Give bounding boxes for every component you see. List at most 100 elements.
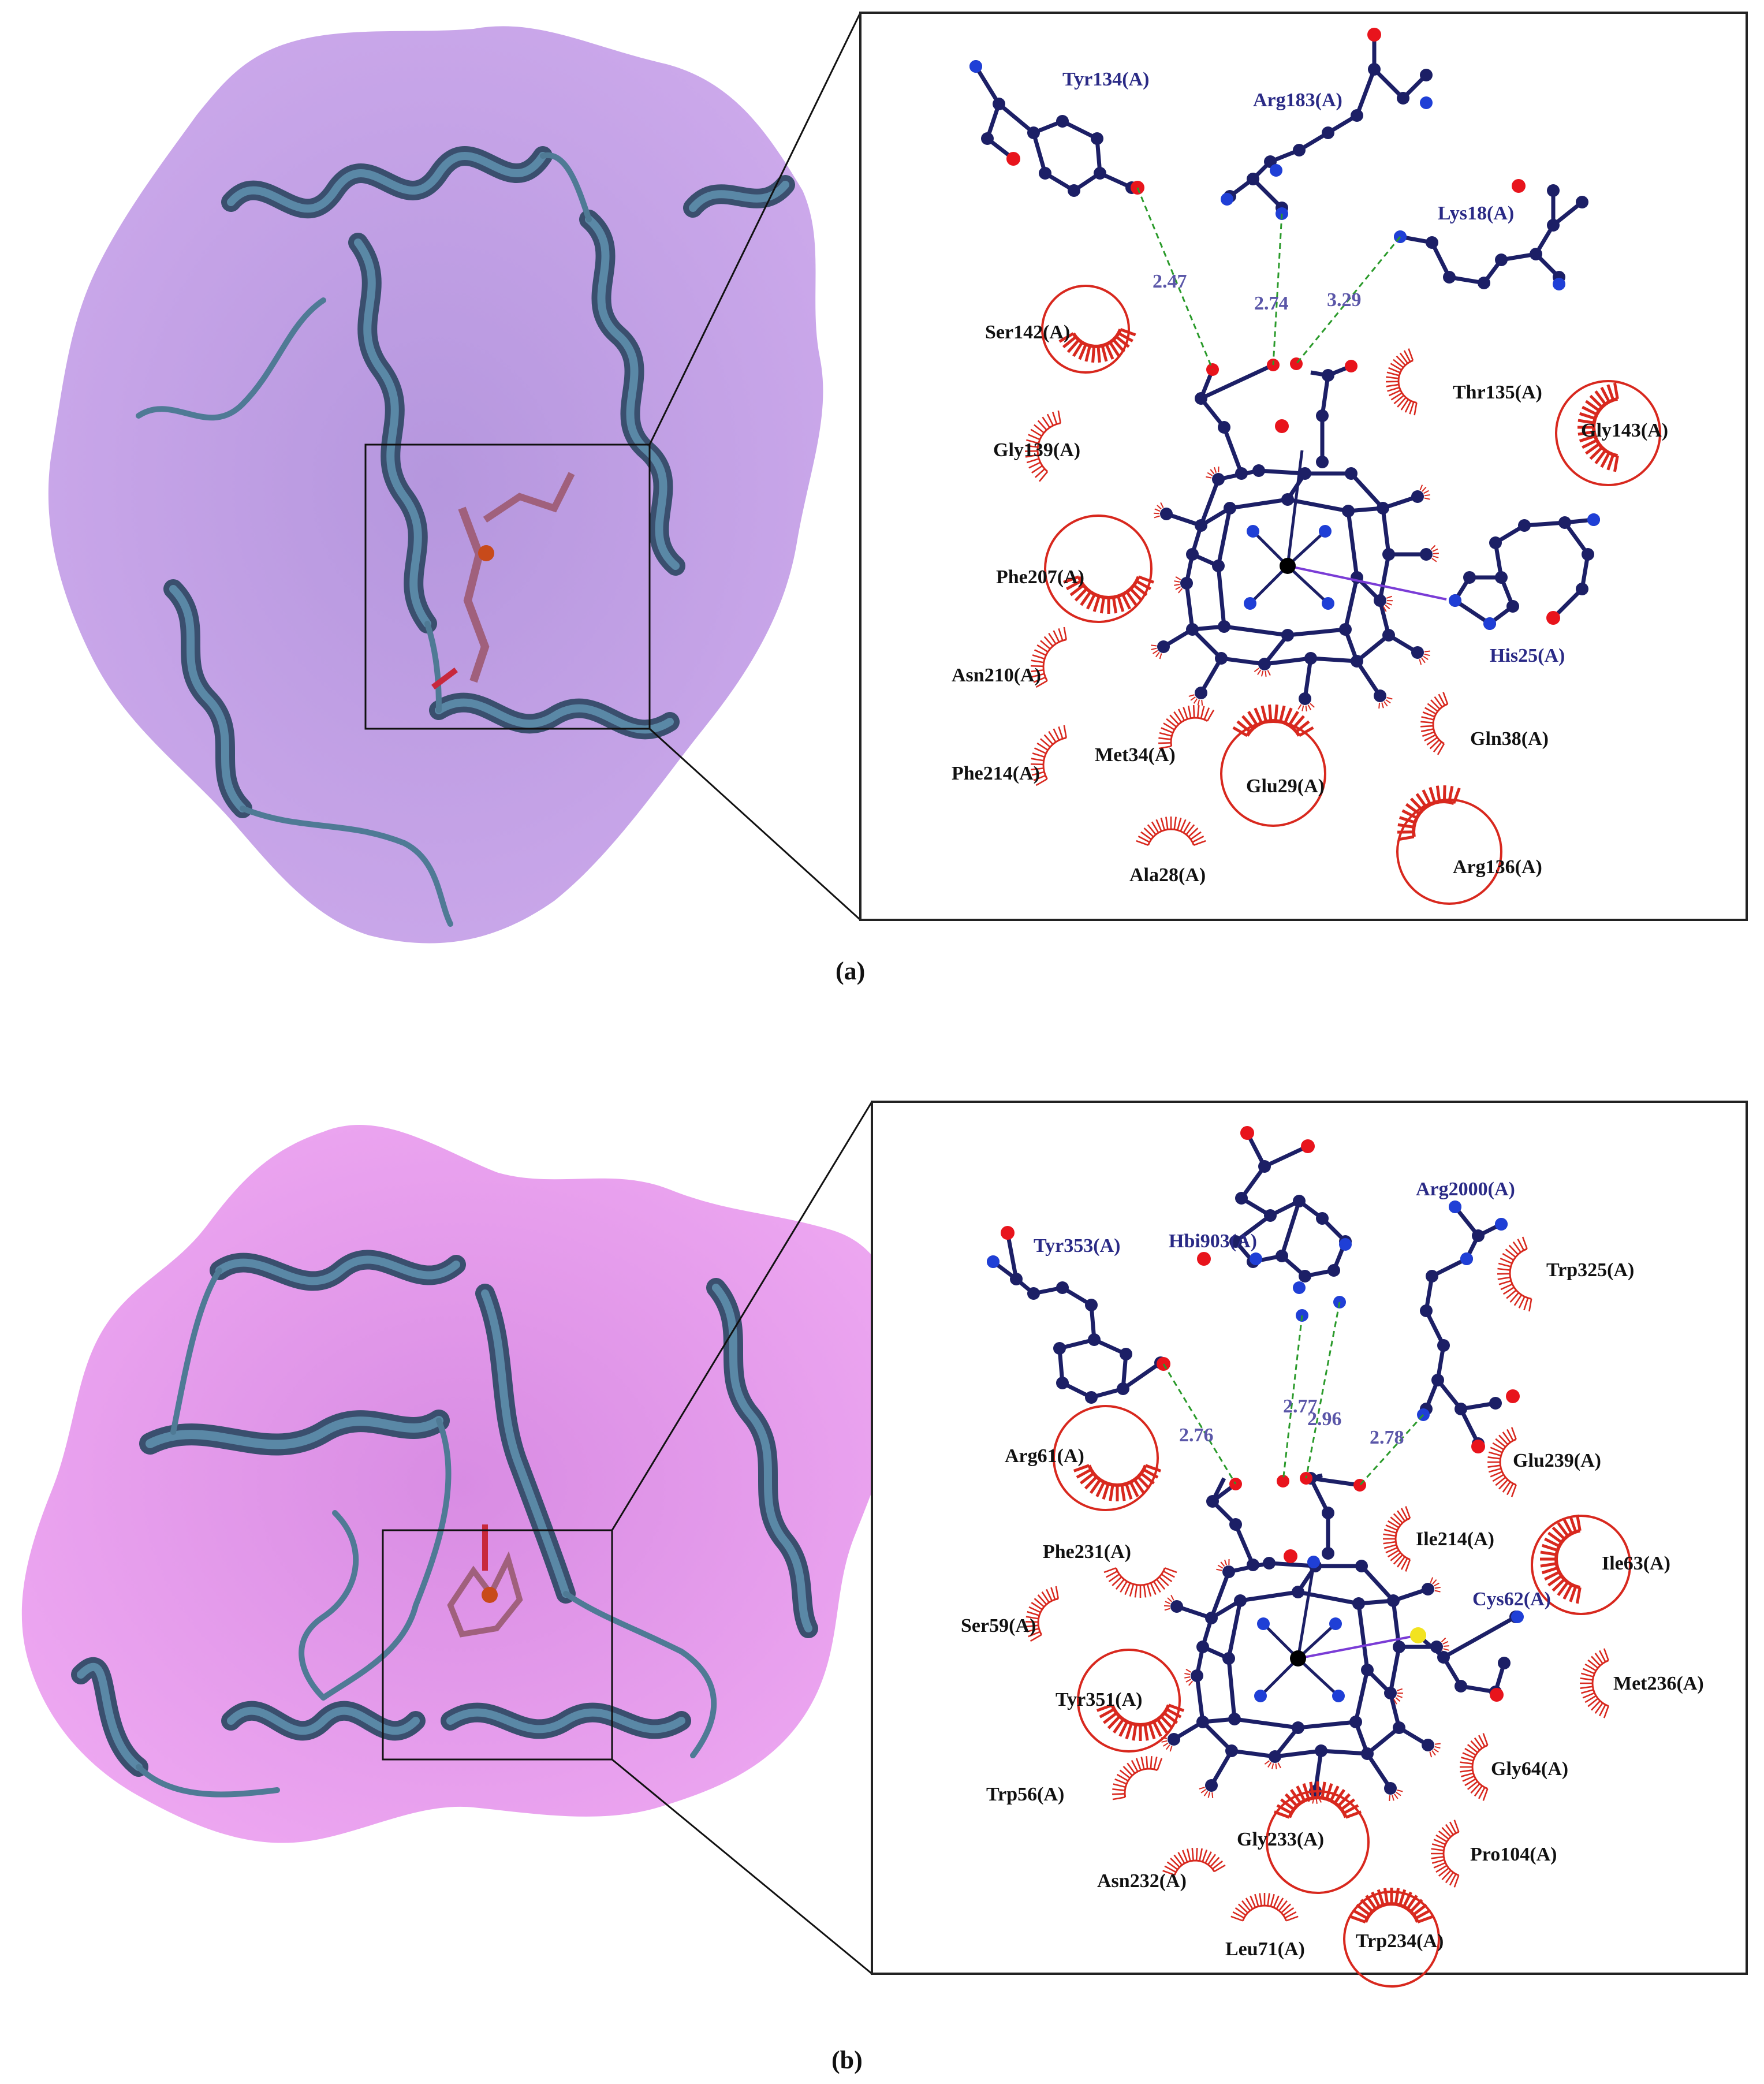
hydrophobic-spoke xyxy=(1063,725,1067,738)
hydrophobic-spoke xyxy=(1278,1900,1288,1911)
hydrophobic-spoke xyxy=(1585,400,1600,412)
hydrophobic-spoke xyxy=(1250,1895,1256,1908)
hydrophobic-spoke xyxy=(1031,659,1044,663)
hydrophobic-spoke xyxy=(1025,454,1038,458)
bond xyxy=(1524,520,1565,528)
atom xyxy=(1490,1688,1504,1702)
hydrophobic-spoke xyxy=(1191,1848,1194,1861)
atom xyxy=(1304,652,1317,665)
hydrophobic-spoke xyxy=(1076,1468,1092,1479)
atom-contact-spoke xyxy=(1220,1561,1225,1567)
hydrophobic-spoke xyxy=(1279,705,1286,722)
hydrophobic-spoke xyxy=(1114,1778,1127,1785)
atom xyxy=(1471,1440,1485,1453)
bond xyxy=(1258,468,1306,476)
hydrophobic-spoke xyxy=(1173,817,1177,830)
bond xyxy=(1310,656,1358,663)
hydrophobic-spoke xyxy=(1120,328,1136,337)
atom xyxy=(1212,473,1225,486)
axial-bond xyxy=(1296,1564,1315,1659)
contact-label-phe214: Phe214(A) xyxy=(952,763,1040,784)
atom xyxy=(1316,1212,1329,1225)
hydrophobic-spoke xyxy=(1053,728,1060,741)
bond xyxy=(1378,554,1391,601)
hydrophobic-spoke xyxy=(1442,785,1446,802)
coordination-bond xyxy=(1297,1657,1340,1697)
hydrophobic-spoke xyxy=(1383,1888,1389,1904)
hydrophobic-arc xyxy=(1147,828,1195,846)
bond xyxy=(1297,1720,1356,1730)
hydrophobic-spoke xyxy=(1028,461,1041,469)
hydrophobic-spoke xyxy=(1502,1481,1511,1493)
atom-contact-spoke xyxy=(1424,653,1430,657)
hydrophobic-spoke xyxy=(1097,346,1101,363)
hydrophobic-spoke xyxy=(1400,1558,1408,1570)
zoom-line-b-bottom xyxy=(611,1758,872,1975)
bond xyxy=(1264,656,1311,666)
coordination-bond xyxy=(1286,530,1326,567)
hydrophobic-arc xyxy=(1394,1517,1411,1561)
hydrogen-bond xyxy=(1136,187,1214,370)
hydrophobic-spoke xyxy=(1031,673,1045,678)
hydrophobic-arc xyxy=(1124,1768,1158,1798)
atom xyxy=(1284,1549,1297,1563)
hydrophobic-spoke xyxy=(1288,711,1299,726)
atom xyxy=(1235,1192,1248,1205)
ribbon-strands-b xyxy=(71,1250,818,1798)
hydrophobic-spoke xyxy=(1207,1854,1217,1865)
atom xyxy=(1576,196,1588,208)
hydrophobic-spoke xyxy=(1296,1785,1306,1802)
hydrophobic-spoke xyxy=(1027,1610,1040,1616)
hydrophobic-spoke xyxy=(1043,636,1054,647)
hydrophobic-spoke xyxy=(1267,1893,1270,1906)
hydrophobic-spoke xyxy=(1403,350,1411,363)
hydrophobic-spoke xyxy=(1112,338,1125,353)
coordination-bond xyxy=(1252,530,1289,567)
bond xyxy=(1430,241,1452,278)
hydrophobic-spoke xyxy=(1180,819,1187,832)
bond xyxy=(1233,1523,1255,1566)
hydrophobic-spoke xyxy=(1058,332,1075,343)
hydrophobic-spoke xyxy=(1276,1897,1284,1910)
hydrophobic-spoke xyxy=(1474,1785,1483,1797)
bond xyxy=(1353,1669,1370,1723)
hydrophobic-spoke xyxy=(1547,1531,1562,1544)
atom-contact-spoke xyxy=(1165,1744,1170,1750)
hydrophobic-spoke xyxy=(1387,386,1400,392)
atom-contact-spoke xyxy=(1193,698,1198,704)
hydrophobic-spoke xyxy=(1183,821,1191,833)
contact-label-glu239: Glu239(A) xyxy=(1513,1450,1601,1471)
hydrophobic-spoke xyxy=(1040,640,1051,650)
hydrophobic-spoke xyxy=(1365,1895,1377,1910)
atom xyxy=(1495,253,1508,266)
hydrophobic-spoke xyxy=(1422,731,1435,737)
contact-label-asn210: Asn210(A) xyxy=(952,665,1041,686)
atom xyxy=(1281,629,1294,642)
atom xyxy=(1332,1690,1345,1702)
hydrophobic-spoke xyxy=(1397,835,1415,841)
bond xyxy=(1222,426,1244,475)
hydrophobic-spoke xyxy=(1422,789,1432,806)
hydrophobic-spoke xyxy=(1360,1899,1374,1913)
atom-contact-spoke xyxy=(1188,1680,1194,1686)
hydrophobic-spoke xyxy=(1512,1241,1521,1253)
atom-contact-spoke xyxy=(1433,1748,1439,1753)
bond xyxy=(1287,627,1346,637)
hydrophobic-spoke xyxy=(1506,1289,1517,1299)
hydrophobic-spoke xyxy=(1408,348,1414,361)
bond xyxy=(1191,628,1223,660)
hydrophobic-spoke xyxy=(1377,1889,1385,1906)
hydrophobic-spoke xyxy=(1388,389,1401,397)
atom xyxy=(1254,1690,1267,1702)
atom xyxy=(1322,1547,1334,1560)
zoom-line-a-bottom xyxy=(648,728,862,921)
hydrophobic-spoke xyxy=(1273,1810,1290,1819)
residue-label-lys18: Lys18(A) xyxy=(1438,203,1514,224)
atom xyxy=(1292,1586,1304,1598)
hydrophobic-spoke xyxy=(1435,785,1441,802)
hydrophobic-spoke xyxy=(1260,705,1267,722)
hydrophobic-spoke xyxy=(1385,1546,1398,1553)
contact-label-ser142: Ser142(A) xyxy=(985,322,1070,343)
hydrophobic-spoke xyxy=(1121,594,1131,610)
panel-caption-a: (a) xyxy=(836,957,865,985)
